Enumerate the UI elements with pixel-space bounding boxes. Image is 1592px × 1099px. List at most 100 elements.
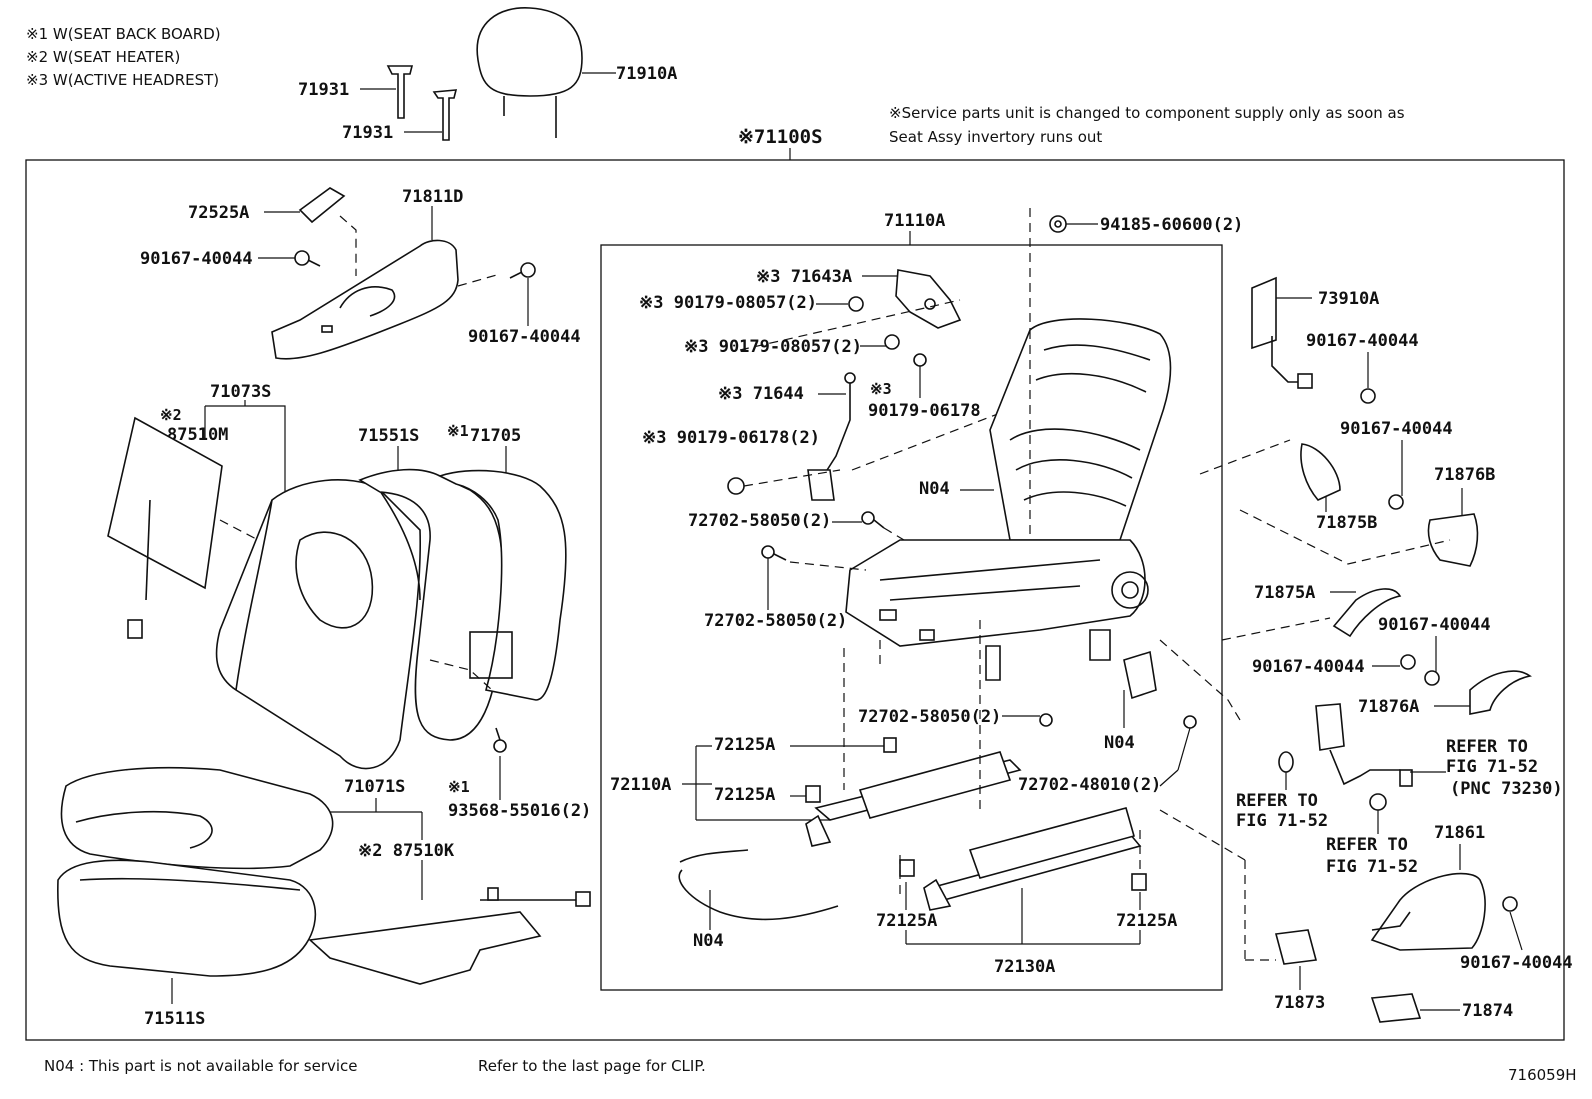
cable-part[interactable]	[807, 372, 856, 501]
clip-icon[interactable]	[1278, 751, 1294, 773]
label-71643A: ※3 71643A	[756, 267, 852, 287]
nut-icon[interactable]	[727, 477, 745, 495]
label-71875B: 71875B	[1316, 513, 1377, 533]
label-71511S: 71511S	[144, 1009, 205, 1029]
seat-belt-buckle-part[interactable]	[1315, 703, 1413, 787]
label-refer-fig-b: FIG 71-52	[1326, 857, 1418, 877]
label-72525A: 72525A	[188, 203, 249, 223]
label-72130A: 72130A	[994, 957, 1055, 977]
marker-93568: ※1	[448, 778, 470, 796]
label-N04-bracket: N04	[1104, 733, 1135, 753]
label-71876B: 71876B	[1434, 465, 1495, 485]
label-72125A-lower-right: 72125A	[1116, 911, 1177, 931]
bolt-icon[interactable]	[1039, 713, 1053, 727]
label-72110A: 72110A	[610, 775, 671, 795]
seat-heater-back-part[interactable]	[107, 416, 223, 639]
nut-icon[interactable]	[913, 353, 927, 367]
seat-cushion-cover-part[interactable]	[60, 766, 334, 870]
label-72702-58050-c: 72702-58050(2)	[858, 707, 1001, 727]
clip-icon[interactable]	[883, 737, 897, 753]
cover-part[interactable]	[1370, 872, 1486, 951]
headrest-part[interactable]	[476, 7, 583, 138]
label-90167-40044-c: 90167-40044	[1306, 331, 1419, 351]
screw-icon[interactable]	[294, 250, 321, 267]
marker-71705: ※1	[447, 422, 469, 440]
label-87510M: 87510M	[167, 425, 228, 445]
legend-note-3: ※3 W(ACTIVE HEADREST)	[26, 71, 219, 89]
bracket-part[interactable]	[1300, 443, 1341, 501]
label-71071S: 71071S	[344, 777, 405, 797]
cover-part[interactable]	[1251, 276, 1313, 389]
label-71110A: 71110A	[884, 211, 945, 231]
label-94185-60600: 94185-60600(2)	[1100, 215, 1243, 235]
clip-icon[interactable]	[493, 727, 507, 753]
label-90167-40044-right: 90167-40044	[468, 327, 581, 347]
seat-frame-box	[600, 244, 1223, 991]
nut-icon[interactable]	[848, 296, 864, 312]
label-N04-wire: N04	[693, 931, 724, 951]
label-90167-40044-d: 90167-40044	[1340, 419, 1453, 439]
bracket-part[interactable]	[1123, 650, 1157, 700]
bracket-part[interactable]	[1332, 588, 1402, 638]
label-93568-55016: 93568-55016(2)	[448, 801, 591, 821]
assembly-label: ※71100S	[738, 126, 823, 148]
bolt-icon[interactable]	[761, 545, 787, 561]
label-90167-40044-e: 90167-40044	[1378, 615, 1491, 635]
headrest-support-lower[interactable]	[432, 89, 458, 141]
screw-icon[interactable]	[1502, 896, 1518, 912]
label-71931-upper: 71931	[298, 80, 349, 100]
side-shield-part[interactable]	[271, 239, 459, 360]
label-90179-08057-b: ※3 90179-08057(2)	[684, 337, 862, 357]
active-headrest-mechanism-part[interactable]	[895, 269, 962, 329]
label-pnc-73230: (PNC 73230)	[1450, 779, 1563, 799]
label-90179-06178-b: ※3 90179-06178(2)	[642, 428, 820, 448]
nut-icon[interactable]	[1369, 793, 1387, 811]
legend-note-1: ※1 W(SEAT BACK BOARD)	[26, 25, 221, 43]
cover-part[interactable]	[1427, 513, 1479, 567]
label-71910A: 71910A	[616, 64, 677, 84]
assembly-outer-box	[25, 159, 1565, 1041]
bracket-part[interactable]	[1274, 929, 1318, 965]
seat-cushion-pad-part[interactable]	[57, 859, 317, 977]
bracket-part[interactable]	[1370, 993, 1422, 1023]
label-refer-to-b: REFER TO	[1326, 835, 1408, 855]
label-refer-fig-pnc: FIG 71-52	[1446, 757, 1538, 777]
label-72702-58050-b: 72702-58050(2)	[704, 611, 847, 631]
label-refer-fig-a: FIG 71-52	[1236, 811, 1328, 831]
label-N04-frame: N04	[919, 479, 950, 499]
label-72125A-upper: 72125A	[714, 735, 775, 755]
label-90167-40044-f: 90167-40044	[1252, 657, 1365, 677]
service-note-line-1: ※Service parts unit is changed to compon…	[889, 104, 1405, 122]
nut-icon[interactable]	[884, 334, 900, 350]
screw-icon[interactable]	[1360, 388, 1376, 404]
label-90167-40044-g: 90167-40044	[1460, 953, 1573, 973]
nut-icon[interactable]	[1049, 215, 1067, 233]
knob-part[interactable]	[298, 187, 346, 224]
label-71876A: 71876A	[1358, 697, 1419, 717]
label-71644: ※3 71644	[718, 384, 804, 404]
screw-icon[interactable]	[1400, 654, 1416, 670]
label-72702-58050-a: 72702-58050(2)	[688, 511, 831, 531]
screw-icon[interactable]	[1388, 494, 1404, 510]
seat-back-cover-part[interactable]	[215, 479, 422, 770]
seat-track-left-part[interactable]	[805, 751, 1022, 847]
screw-icon[interactable]	[509, 262, 536, 279]
bolt-icon[interactable]	[1183, 715, 1197, 729]
headrest-support-upper[interactable]	[386, 65, 414, 119]
label-71931-lower: 71931	[342, 123, 393, 143]
cover-part[interactable]	[1469, 670, 1532, 715]
label-refer-to-a: REFER TO	[1236, 791, 1318, 811]
seat-frame-part[interactable]	[845, 318, 1172, 681]
label-71874: 71874	[1462, 1001, 1513, 1021]
label-71873: 71873	[1274, 993, 1325, 1013]
wire-part[interactable]	[678, 849, 839, 921]
label-90179-08057-a: ※3 90179-08057(2)	[639, 293, 817, 313]
label-90167-40044-left: 90167-40044	[140, 249, 253, 269]
seat-track-right-part[interactable]	[899, 807, 1147, 911]
screw-icon[interactable]	[1424, 670, 1440, 686]
label-72125A-lower-left: 72125A	[876, 911, 937, 931]
seat-heater-cushion-part[interactable]	[308, 887, 591, 985]
seat-back-board-part[interactable]	[358, 468, 567, 741]
bolt-icon[interactable]	[861, 511, 885, 529]
